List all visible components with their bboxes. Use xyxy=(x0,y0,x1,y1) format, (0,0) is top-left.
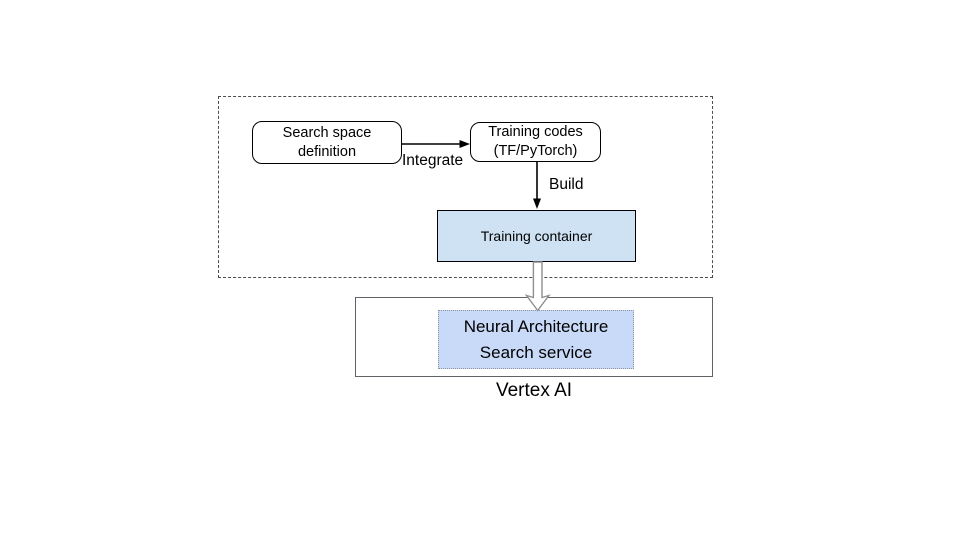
vertex-ai-caption: Vertex AI xyxy=(495,380,573,401)
nas-service-label-line1: Neural Architecture xyxy=(463,316,609,336)
training-container-box: Training container xyxy=(437,210,636,262)
search-space-definition-label-line1: Search space xyxy=(282,124,372,141)
workflow-dashed-region xyxy=(218,96,713,278)
nas-service-box: Neural Architecture Search service xyxy=(438,310,634,369)
training-codes-box: Training codes (TF/PyTorch) xyxy=(470,122,601,162)
training-codes-label-line1: Training codes xyxy=(488,124,583,140)
search-space-definition-box: Search space definition xyxy=(252,121,402,164)
training-container-label: Training container xyxy=(480,228,593,244)
integrate-edge-label: Integrate xyxy=(402,152,464,169)
build-edge-label: Build xyxy=(549,176,584,193)
nas-service-label-line2: Search service xyxy=(479,342,593,362)
training-codes-label-line2: (TF/PyTorch) xyxy=(493,143,578,159)
search-space-definition-label-line2: definition xyxy=(297,143,357,160)
